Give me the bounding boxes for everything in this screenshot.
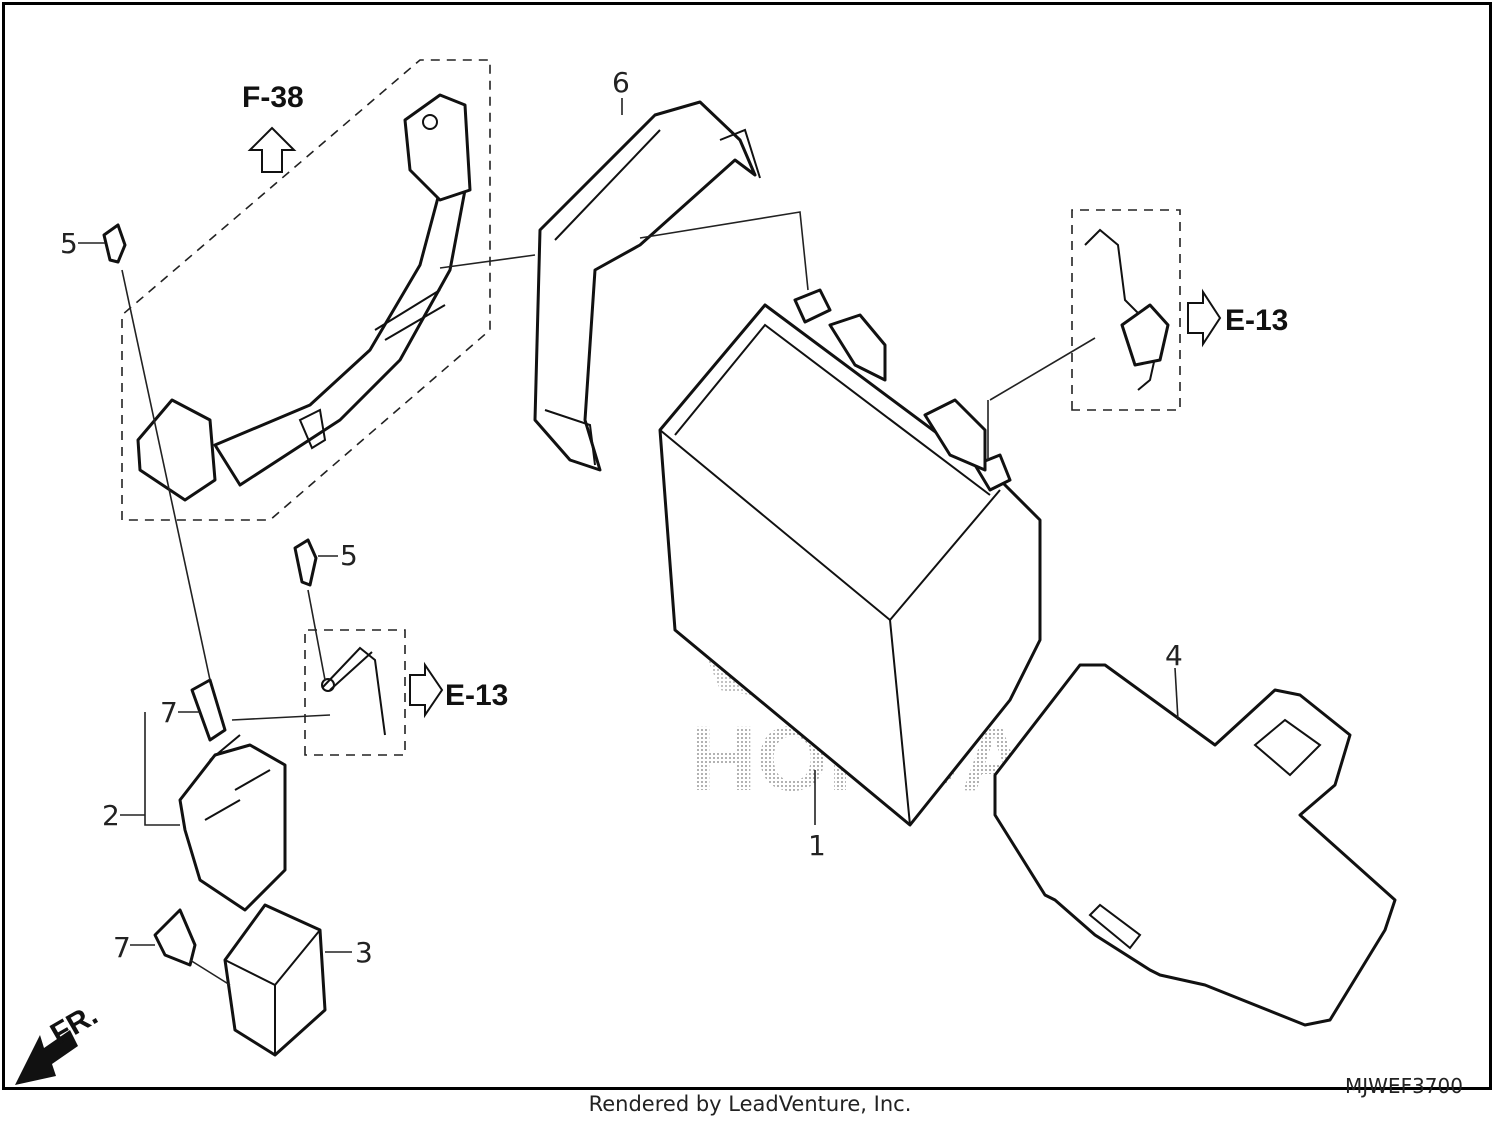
leader-2-bracket: [144, 712, 180, 826]
harness-terminal-cap: [403, 93, 472, 202]
harness-connector: [136, 398, 217, 502]
bolt-icon: [293, 538, 318, 587]
relay-cable: [321, 646, 386, 736]
front-arrow-icon: [15, 1030, 78, 1085]
relay-cable-dashed-box: [304, 629, 406, 756]
battery-band: [533, 100, 761, 472]
battery-cable-group: [1071, 209, 1181, 411]
leader-relay-cable: [231, 714, 331, 721]
diagram-code: MJWEF3700: [1345, 1074, 1463, 1098]
e13-upper-label: E-13: [1225, 304, 1288, 337]
leader-bolt-relay: [121, 269, 211, 681]
harness-cable: [213, 188, 467, 487]
callout-6: 6: [612, 66, 630, 99]
battery-vent: [923, 398, 987, 472]
battery-negative-terminal: [793, 288, 832, 324]
harness-branch: [374, 289, 446, 341]
relay-detail: [204, 734, 271, 821]
relay-cover-body: [223, 903, 327, 1057]
callout-2: 2: [102, 799, 120, 832]
sheet-slot-hole: [1088, 903, 1142, 950]
leader-band-battery: [639, 211, 809, 291]
bolt-lower: [293, 538, 318, 587]
leader-fuse-cover: [189, 959, 231, 986]
sheet-square-hole: [1253, 718, 1322, 777]
bolt-icon: [102, 223, 127, 264]
battery-band-strap: [533, 100, 757, 472]
battery-top-edge: [674, 323, 991, 496]
f38-label: F-38: [242, 81, 304, 114]
harness-assembly: [121, 59, 491, 521]
bolt-upper: [102, 223, 127, 264]
main-fuse-lower: [153, 908, 197, 967]
battery-sheet-outline: [993, 663, 1397, 1027]
callout-7-upper: 7: [160, 696, 178, 729]
battery-top-corner: [889, 489, 1001, 621]
battery-cable-dashed-box: [1071, 209, 1181, 411]
f38-reference: F-38: [242, 81, 304, 173]
callout-5-upper: 5: [60, 227, 78, 260]
leader-band-harness: [439, 254, 536, 269]
battery: [658, 288, 1042, 827]
starter-relay: [178, 678, 287, 912]
battery-terminal-block: [828, 313, 887, 382]
battery-sheet: [993, 663, 1397, 1027]
relay-cable-group: [304, 629, 406, 756]
callout-7-lower: 7: [113, 931, 131, 964]
relay-cover-edge: [224, 929, 321, 1055]
e13-upper-reference: E-13: [1187, 288, 1288, 348]
callout-5-lower: 5: [340, 539, 358, 572]
front-direction-indicator: FR.: [15, 998, 103, 1085]
main-fuse-upper: [190, 678, 227, 742]
callout-4: 4: [1165, 639, 1183, 672]
starter-relay-body: [178, 743, 287, 912]
callout-3: 3: [355, 936, 373, 969]
leader-bolt-cable: [307, 589, 326, 681]
harness-clip: [298, 408, 327, 450]
battery-cable: [1084, 228, 1162, 391]
up-arrow-icon: [247, 126, 297, 173]
e13-lower-reference: E-13: [409, 661, 508, 719]
leader-lines: [78, 98, 1179, 986]
cap-bolt-icon: [422, 114, 438, 130]
leader-terminal-cable: [989, 337, 1096, 401]
callout-1: 1: [808, 829, 826, 862]
right-arrow-icon: [1187, 288, 1222, 348]
relay-cover: [153, 903, 327, 1057]
e13-lower-label: E-13: [445, 679, 508, 712]
render-credit: Rendered by LeadVenture, Inc.: [588, 1092, 912, 1116]
band-hook: [719, 128, 761, 179]
band-detail: [544, 129, 661, 466]
cable-eyelet-icon: [321, 678, 335, 692]
cable-terminal-cover: [1120, 303, 1170, 367]
leader-4: [1174, 667, 1179, 721]
right-arrow-icon: [409, 661, 444, 719]
battery-body: [658, 303, 1042, 827]
